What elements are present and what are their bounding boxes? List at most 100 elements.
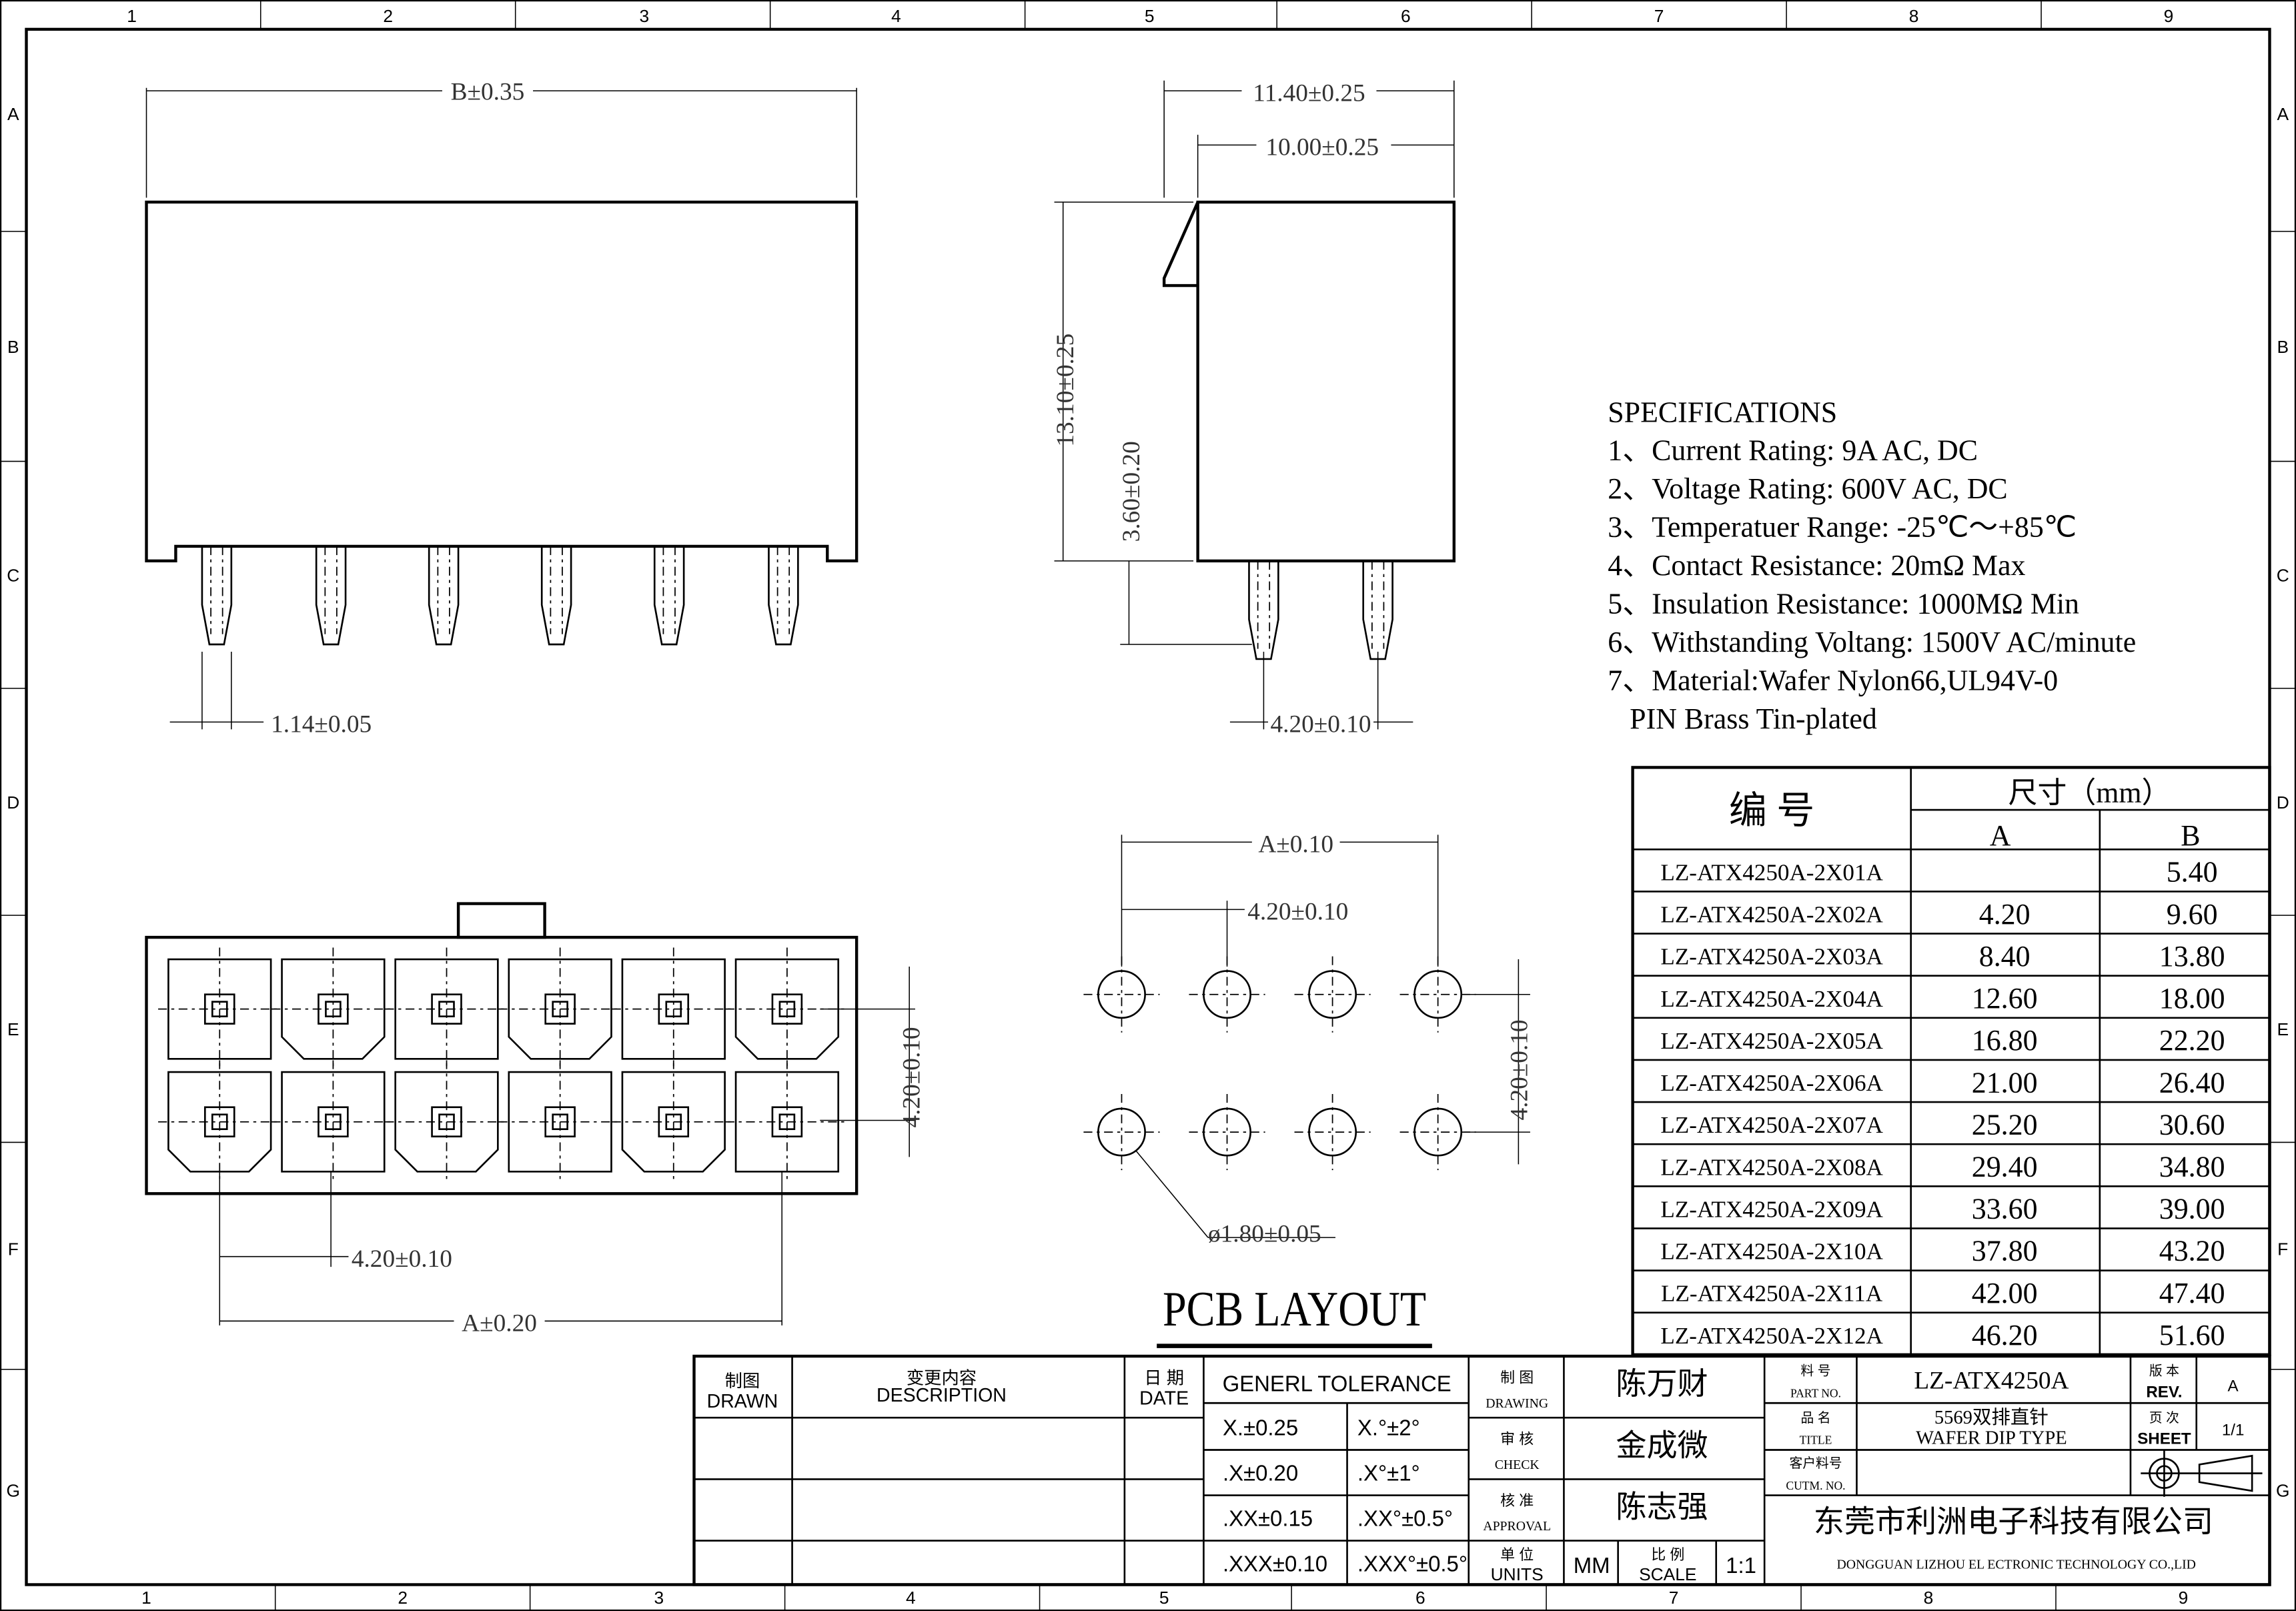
cell-b: 18.00 (2159, 983, 2225, 1015)
dim-pcb-pitch: 4.20±0.10 (1247, 899, 1348, 926)
cavity (734, 1071, 840, 1173)
grid-row-label: B (7, 337, 19, 357)
cell-b: 47.40 (2159, 1277, 2225, 1309)
grid-column-label: 4 (891, 6, 901, 26)
scale-value: 1:1 (1726, 1553, 1756, 1578)
grid-row-label: E (2277, 1019, 2289, 1039)
spec-line: 2、Voltage Rating: 600V AC, DC (1608, 473, 2007, 505)
grid-column-label: 4 (906, 1588, 916, 1608)
dim-bottom-total: A±0.20 (462, 1310, 537, 1337)
grid-row-label: A (7, 104, 19, 124)
rev-value: A (2228, 1378, 2239, 1396)
grid-column-label: 1 (141, 1588, 151, 1608)
grid-column-label: 3 (654, 1588, 664, 1608)
title-line1: 5569双排直针 (1934, 1407, 2049, 1428)
units-value: MM (1574, 1553, 1610, 1578)
spec-line: PIN Brass Tin-plated (1608, 703, 1877, 735)
pin (315, 545, 347, 646)
dim-bottom-row-pitch: 4.20±0.10 (899, 1027, 926, 1127)
grid-column-label: 1 (127, 6, 137, 26)
tolerance-angular: .XX°±0.5° (1357, 1506, 1453, 1531)
grid-column-label: 6 (1415, 1588, 1425, 1608)
check-name: 金成微 (1616, 1428, 1708, 1462)
pin (540, 545, 572, 646)
cell-b: 43.20 (2159, 1235, 2225, 1267)
title-en: TITLE (1800, 1434, 1832, 1447)
tolerance-linear: .XX±0.15 (1223, 1506, 1313, 1531)
grid-row-label: D (7, 792, 19, 813)
table-row: LZ-ATX4250A-2X08A 29.40 34.80 (1660, 1151, 2225, 1183)
pin (201, 545, 233, 646)
pin (1248, 560, 1279, 660)
spec-line: 1、Current Rating: 9A AC, DC (1608, 434, 1978, 466)
grid-column-label: 6 (1401, 6, 1411, 26)
cell-b: 5.40 (2167, 857, 2218, 889)
tolerance-angular: .XXX°±0.5° (1357, 1552, 1468, 1576)
spec-line: 4、Contact Resistance: 20mΩ Max (1608, 550, 2025, 582)
grid-column-label: 2 (383, 6, 393, 26)
grid-column-label: 2 (398, 1588, 408, 1608)
cell-a: 12.60 (1972, 983, 2038, 1015)
cell-b: 9.60 (2167, 899, 2218, 931)
cell-a: 16.80 (1972, 1025, 2038, 1057)
grid-row-label: B (2277, 337, 2289, 357)
drawn-en: DRAWN (707, 1391, 778, 1412)
grid-column-label: 8 (1909, 6, 1919, 26)
tolerance-angular: .X°±1° (1357, 1461, 1420, 1486)
grid-row-label: E (7, 1019, 19, 1039)
cell-part-number: LZ-ATX4250A-2X10A (1660, 1239, 1883, 1265)
cell-part-number: LZ-ATX4250A-2X08A (1660, 1154, 1883, 1180)
cell-a: 46.20 (1972, 1319, 2038, 1352)
dim-pin-length: 3.60±0.20 (1118, 441, 1145, 542)
bottom-view: 4.20±0.10 4.20±0.10 A±0.20 (145, 902, 926, 1337)
grid-column-label: 5 (1145, 6, 1155, 26)
sheet-en: SHEET (2137, 1430, 2191, 1448)
grid-column-label: 7 (1654, 6, 1664, 26)
cavity (394, 958, 499, 1060)
dim-pcb-total: A±0.10 (1258, 831, 1333, 859)
grid-column-label: 5 (1159, 1588, 1169, 1608)
date-cn: 日 期 (1144, 1368, 1184, 1388)
spec-title: SPECIFICATIONS (1608, 396, 1837, 428)
dim-front-width: B±0.35 (451, 78, 525, 105)
table-header-size: 尺寸（mm） (2008, 777, 2171, 809)
cell-b: 13.80 (2159, 941, 2225, 973)
table-header-b: B (2181, 820, 2200, 852)
cell-part-number: LZ-ATX4250A-2X09A (1660, 1196, 1883, 1222)
pcb-layout-title: PCB LAYOUT (1163, 1281, 1426, 1337)
grid-row-label: G (7, 1481, 20, 1501)
sheet-cn: 页 次 (2149, 1411, 2179, 1426)
side-view: 11.40±0.25 10.00±0.25 13.10±0.25 3.60±0.… (1052, 76, 1456, 738)
date-en: DATE (1139, 1388, 1189, 1409)
tolerance-linear: .X±0.20 (1223, 1461, 1298, 1486)
approval-name: 陈志强 (1616, 1490, 1708, 1524)
part-no: LZ-ATX4250A (1914, 1367, 2069, 1394)
cavity (167, 1071, 272, 1173)
pin (768, 545, 799, 646)
scale-en: SCALE (1639, 1564, 1696, 1584)
drawing-name: 陈万财 (1616, 1367, 1708, 1401)
tolerance-linear: X.±0.25 (1223, 1416, 1298, 1440)
cell-b: 34.80 (2159, 1151, 2225, 1183)
cavity (167, 958, 272, 1060)
cell-part-number: LZ-ATX4250A-2X05A (1660, 1028, 1883, 1054)
grid-column-label: 8 (1924, 1588, 1934, 1608)
pin (428, 545, 460, 646)
grid-column-label: 9 (2179, 1588, 2189, 1608)
units-en: UNITS (1491, 1564, 1544, 1584)
description-en: DESCRIPTION (877, 1385, 1007, 1406)
grid-row-label: F (8, 1239, 19, 1259)
dim-side-inner: 10.00±0.25 (1265, 134, 1379, 161)
cell-a: 33.60 (1972, 1193, 2038, 1225)
company-name-cn: 东莞市利洲电子科技有限公司 (1814, 1504, 2213, 1538)
cell-a: 29.40 (1972, 1151, 2038, 1183)
title-block: 制图 DRAWN 变更内容 DESCRIPTION 日 期 DATE GENER… (692, 1354, 2271, 1586)
